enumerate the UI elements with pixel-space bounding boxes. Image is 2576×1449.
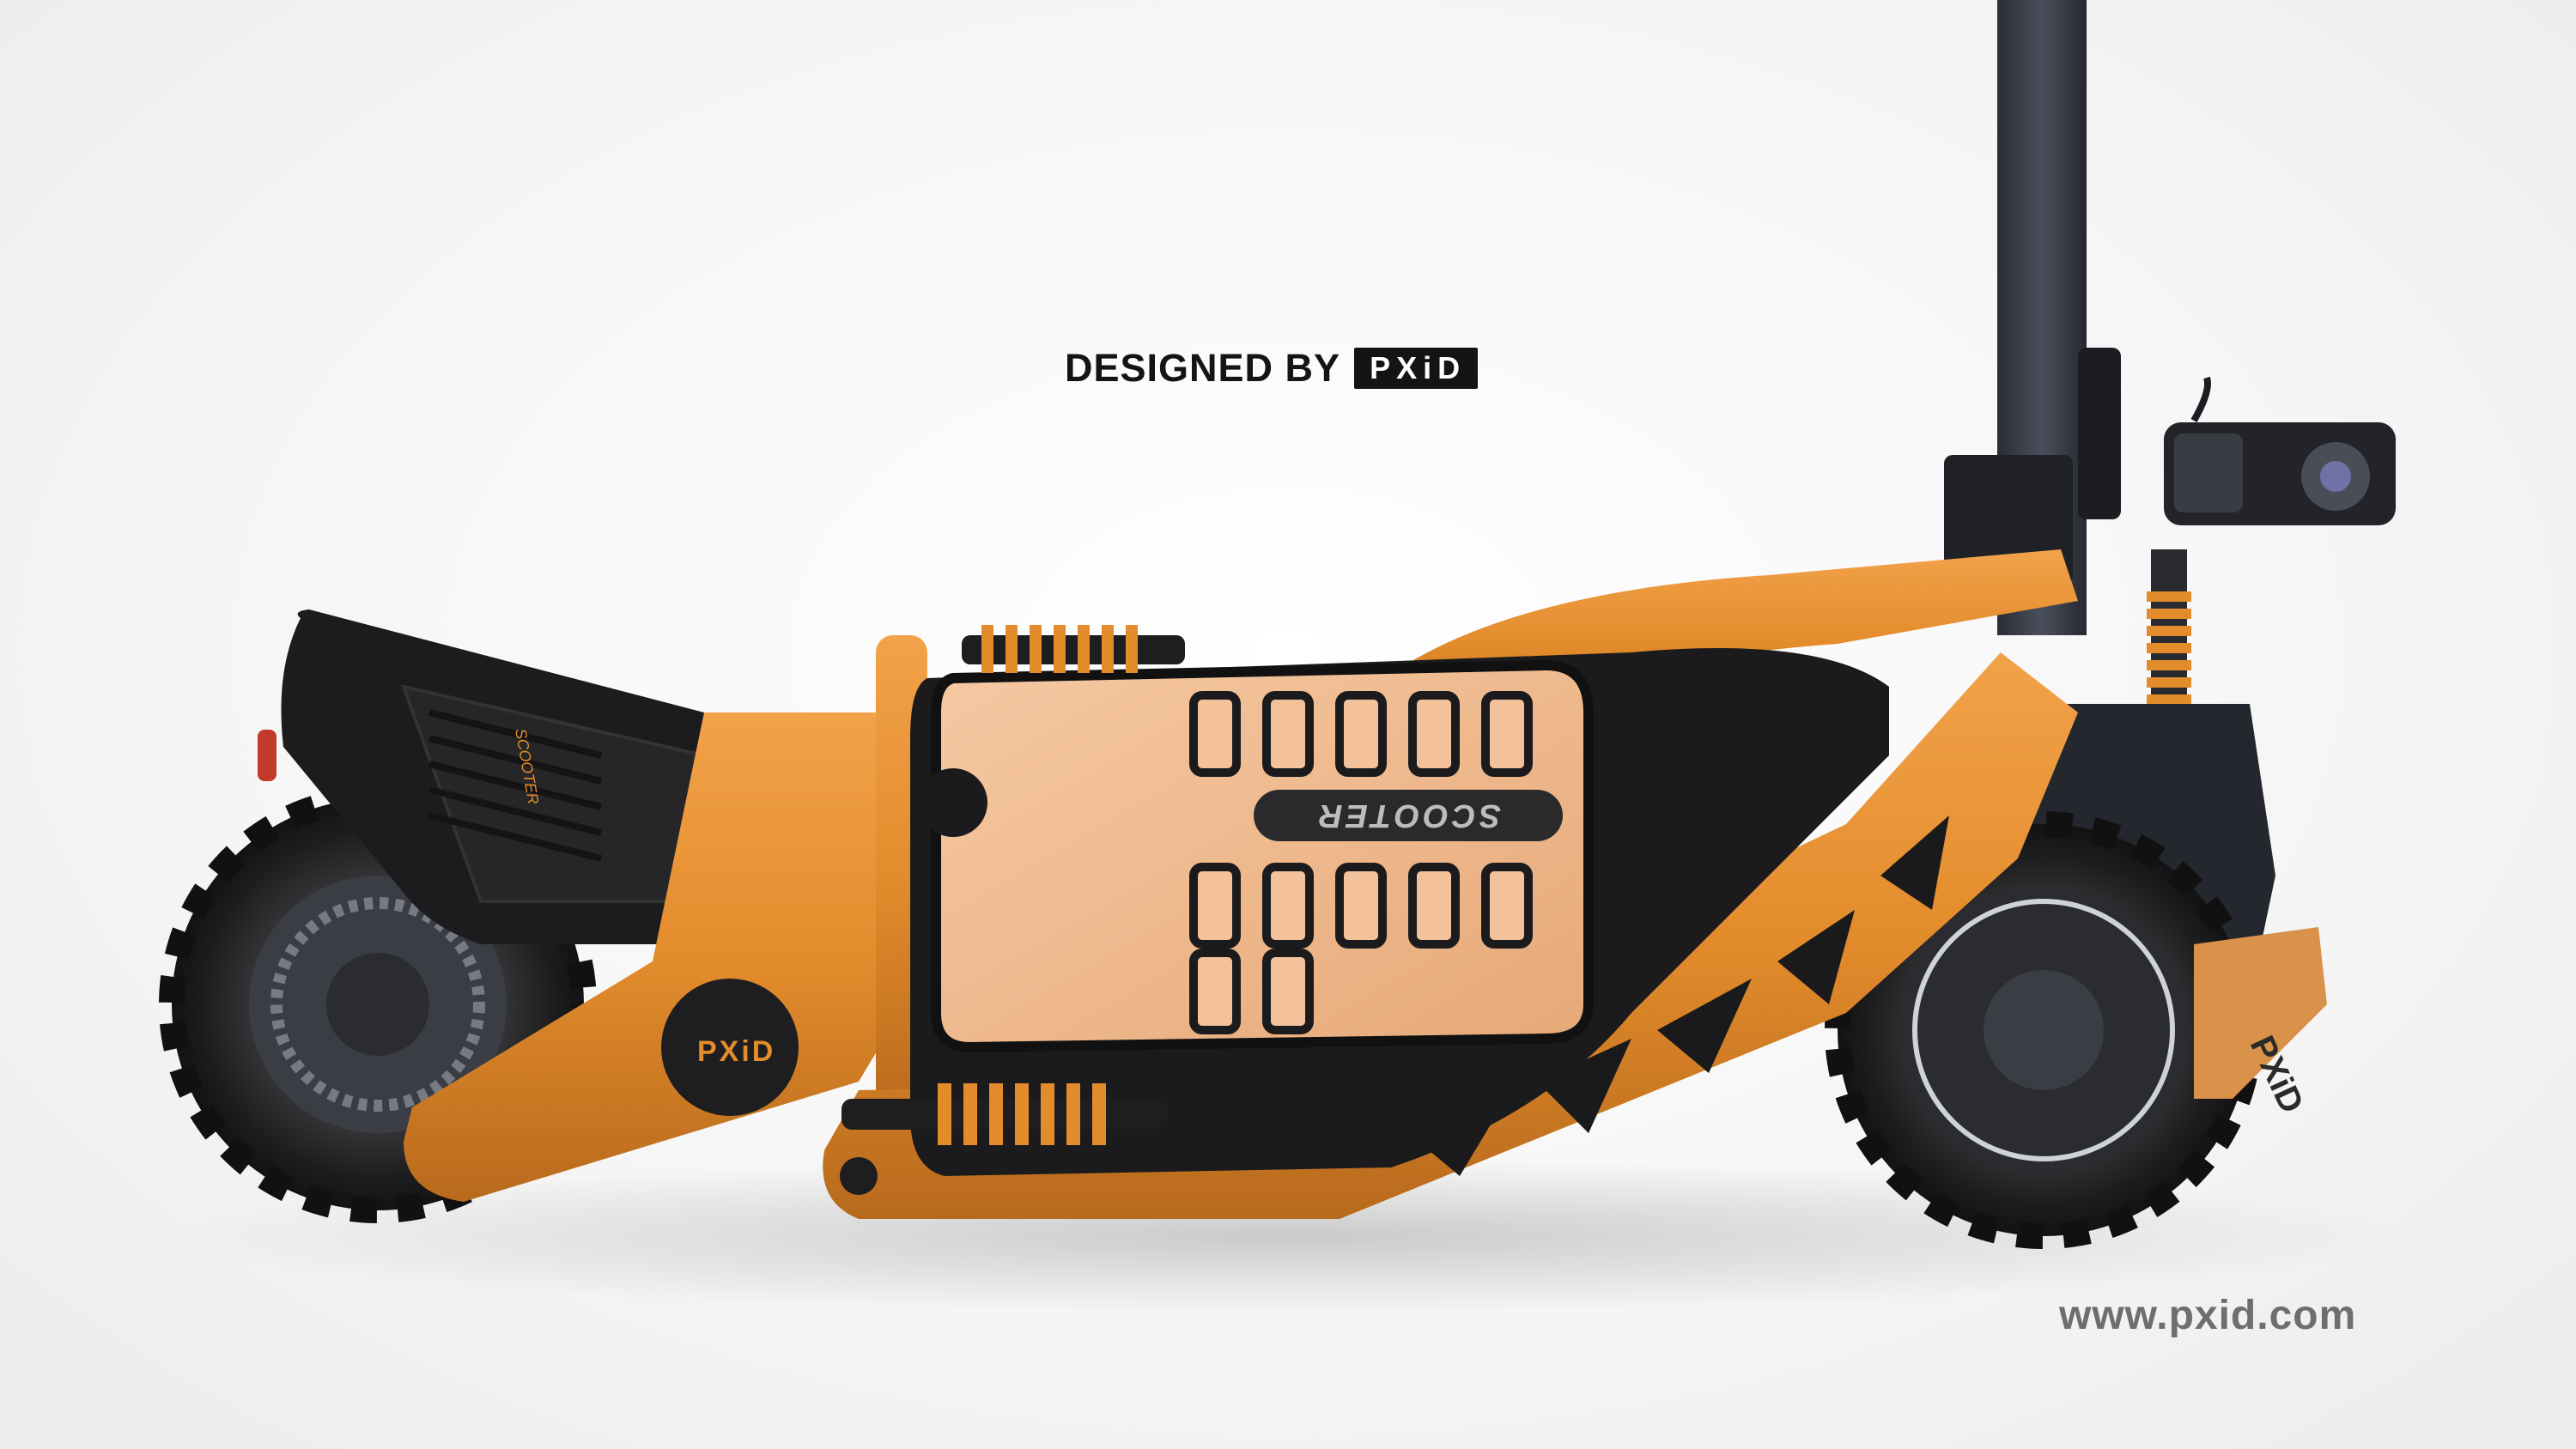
fork-badge-plate — [2194, 927, 2327, 1099]
stem-bracket — [2078, 348, 2121, 519]
brand-logo: PXiD — [1354, 348, 1479, 389]
seat: SCOOTER — [281, 609, 738, 944]
designed-by-caption: DESIGNED BY PXiD — [1065, 345, 1479, 391]
tail-light — [258, 730, 276, 781]
deck-plate: SCOOTER — [919, 659, 1594, 1053]
headlight — [2164, 376, 2396, 525]
deck-lettering: SCOOTER — [1315, 797, 1501, 834]
designed-by-text: DESIGNED BY — [1065, 346, 1341, 390]
ground-shadow — [172, 1159, 2404, 1313]
bottom-shock — [840, 1083, 1168, 1195]
website-url: www.pxid.com — [2059, 1293, 2357, 1338]
top-shock — [962, 625, 1185, 673]
hub-badge: PXiD — [697, 1035, 775, 1068]
